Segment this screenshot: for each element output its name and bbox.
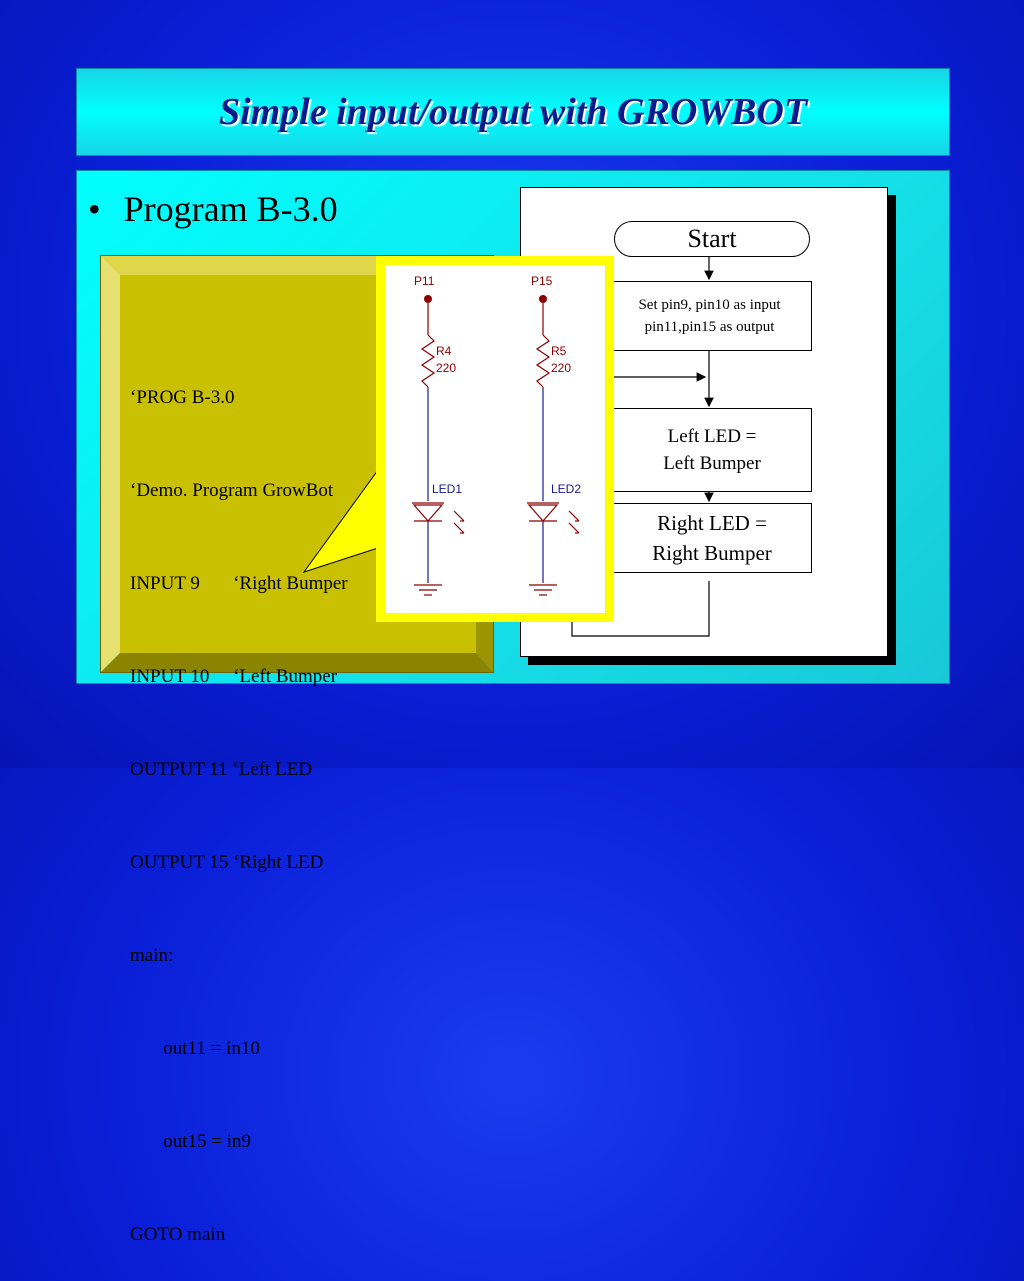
flow-right-line1: Right LED = xyxy=(657,511,767,535)
code-line: out15 = in9 xyxy=(130,1131,252,1152)
flow-setup-line1: Set pin9, pin10 as input xyxy=(638,297,781,313)
led1-label: LED1 xyxy=(432,482,462,496)
resistor-r4-value: 220 xyxy=(436,361,456,375)
code-listing: ‘PROG B-3.0 ‘Demo. Program GrowBot INPUT… xyxy=(130,320,380,1281)
code-line: main: xyxy=(130,945,174,966)
flow-right-line2: Right Bumper xyxy=(652,541,772,565)
bullet-text: Program B-3.0 xyxy=(123,189,338,229)
circuit-callout xyxy=(385,265,605,613)
led2-label: LED2 xyxy=(551,482,581,496)
pin-dot-icon xyxy=(424,295,432,303)
flow-node-left-led: Left LED = Left Bumper xyxy=(612,408,812,492)
pin-label-p15: P15 xyxy=(531,274,553,288)
flow-node-start: Start xyxy=(614,221,810,257)
ground-icon xyxy=(414,584,442,596)
code-line: INPUT 10 ‘Left Bumper xyxy=(130,666,338,687)
circuit-schematic: P11 R4 220 LED1 P15 R5 220 L xyxy=(412,274,581,596)
channel-b: P15 R5 220 LED2 xyxy=(527,274,581,596)
flow-left-line2: Left Bumper xyxy=(663,453,761,474)
resistor-r4-name: R4 xyxy=(436,344,452,358)
slide-title: Simple input/output with GROWBOT xyxy=(218,91,808,133)
flow-start-label: Start xyxy=(687,224,737,253)
title-bar: Simple input/output with GROWBOT xyxy=(76,68,950,156)
resistor-r5-name: R5 xyxy=(551,344,567,358)
ground-icon xyxy=(529,584,557,596)
code-line: OUTPUT 15 ‘Right LED xyxy=(130,852,324,873)
bullet-marker: • xyxy=(88,189,101,229)
code-line: out11 = in10 xyxy=(130,1038,260,1059)
code-line: INPUT 9 ‘Right Bumper xyxy=(130,573,348,594)
pin-label-p11: P11 xyxy=(414,274,435,288)
resistor-r5-value: 220 xyxy=(551,361,571,375)
code-line: OUTPUT 11 ‘Left LED xyxy=(130,759,313,780)
flow-node-setup: Set pin9, pin10 as input pin11,pin15 as … xyxy=(607,281,812,351)
code-line: ‘PROG B-3.0 xyxy=(130,387,235,408)
resistor-r5-icon xyxy=(535,334,551,388)
channel-a: P11 R4 220 LED1 xyxy=(412,274,465,596)
led2-icon xyxy=(527,502,580,534)
code-line: GOTO main xyxy=(130,1224,226,1245)
flow-node-right-led: Right LED = Right Bumper xyxy=(612,503,812,573)
pin-dot-icon xyxy=(539,295,547,303)
flow-setup-line2: pin11,pin15 as output xyxy=(644,319,775,335)
code-line: ‘Demo. Program GrowBot xyxy=(130,480,334,501)
led1-icon xyxy=(412,502,465,534)
flow-left-line1: Left LED = xyxy=(667,426,757,447)
resistor-r4-icon xyxy=(420,334,436,388)
bullet-item: • Program B-3.0 xyxy=(88,188,338,230)
